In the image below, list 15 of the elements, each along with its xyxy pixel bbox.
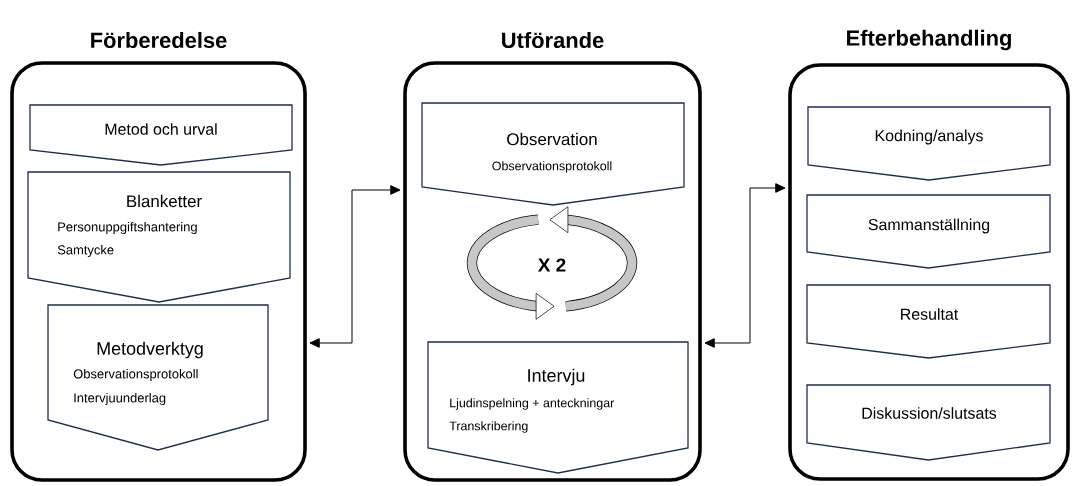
- chevron-box: Blanketter Personuppgiftshantering Samtycke: [27, 171, 291, 303]
- panel-heading: Efterbehandling: [847, 29, 1011, 51]
- repeat-label: X 2: [537, 258, 566, 272]
- panel-heading: Förberedelse: [91, 31, 227, 49]
- chevron-box: Metod och urval: [29, 104, 293, 166]
- chevron-box: Diskussion/slutsats: [806, 384, 1051, 461]
- panel-heading: Utförande: [502, 31, 604, 49]
- chevron-box: Resultat: [806, 284, 1051, 359]
- connector-arrow: [704, 183, 786, 348]
- chevron-box: Kodning/analys: [807, 106, 1051, 181]
- chevron-box: Metodverktyg Observationsprotokoll Intervjuunderlag: [47, 304, 269, 451]
- chevron-box: Observation Observationsprotokoll: [421, 102, 685, 206]
- chevron-box: Intervju Ljudinspelning + anteckningar Transkribering: [427, 341, 689, 474]
- connector-arrow: [309, 185, 401, 348]
- chevron-box: Sammanställning: [806, 194, 1051, 269]
